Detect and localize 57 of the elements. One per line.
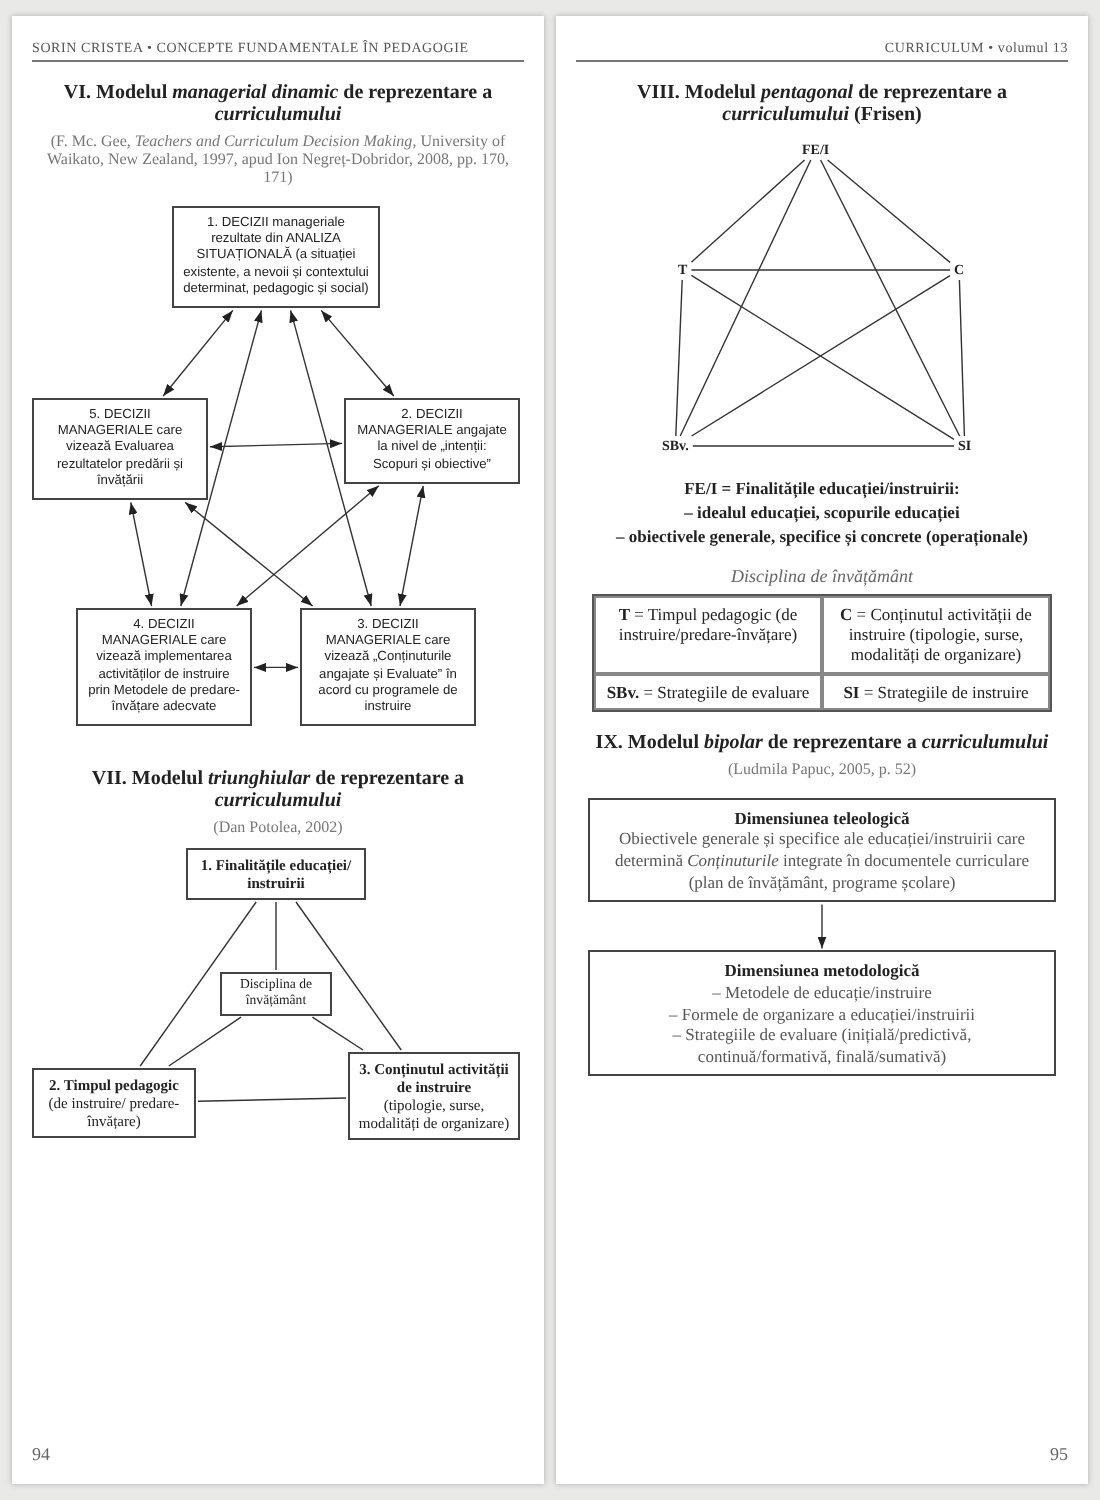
arrow xyxy=(162,309,234,397)
connector-line xyxy=(679,159,812,437)
connector-line xyxy=(311,1016,364,1051)
dimension-box xyxy=(588,950,1056,1077)
table-cell: SBv. = Strategiile de evaluare xyxy=(594,673,822,710)
table-cell: C = Conținutul activității de instruire (tipologie, surse, modalități de organizare) xyxy=(822,596,1050,674)
table-cell: SI = Strategiile de instruire xyxy=(822,673,1050,710)
definition-text: FE/I = Finalitățile educației/instruirii: xyxy=(682,478,962,498)
source-citation: (Ludmila Papuc, 2005, p. 52) xyxy=(726,759,918,778)
connector-line xyxy=(197,1097,347,1102)
box-heading: Dimensiunea metodologică xyxy=(722,960,922,982)
box-text: – Metodele de educație/instruire xyxy=(710,981,934,1003)
process-box xyxy=(344,398,520,484)
table-cell: T = Timpul pedagogic (de instruire/predare-învățare) xyxy=(594,596,822,674)
source-citation: (F. Mc. Gee, Teachers and Curriculum Decision Making, University of Waikato, New Zealand, 1997, apud Ion Negreț-Dobridor, 2008, pp. 170, 171) xyxy=(45,132,511,186)
connector-line xyxy=(275,901,277,971)
connector-line xyxy=(675,279,683,437)
concept-box xyxy=(186,848,366,900)
arrow xyxy=(320,309,395,397)
connector-line xyxy=(826,159,951,264)
box-text: – Formele de organizare a educației/instruirii xyxy=(666,1003,978,1025)
concept-box xyxy=(32,1068,196,1138)
arrow xyxy=(209,439,343,451)
figure-title: VI. Modelul managerial dinamic de reprezentare a curriculumului xyxy=(61,82,495,126)
table-caption: Disciplina de învățământ xyxy=(729,566,915,586)
process-box xyxy=(32,398,208,501)
box-text: Obiectivele generale și specifice ale educației/instruirii care determină Conținuturile integrate în documentele curriculare (plan de învățământ, programe școlare) xyxy=(613,828,1031,893)
page-number: 94 xyxy=(32,1444,52,1464)
arrow xyxy=(397,485,426,607)
connector-line xyxy=(139,901,257,1067)
box-heading: Dimensiunea teleologică xyxy=(732,807,912,829)
connector-line xyxy=(295,901,402,1051)
dimension-box xyxy=(588,797,1056,903)
figure-title: VII. Modelul triunghiular de reprezentare a curriculumului xyxy=(89,768,467,812)
definition-text: – idealul educației, scopurile educației xyxy=(682,502,962,522)
center-box xyxy=(220,972,332,1016)
connector-line xyxy=(690,269,951,271)
arrow xyxy=(235,485,380,607)
connector-line xyxy=(168,1016,242,1067)
arrow xyxy=(817,903,827,950)
box-text: – Strategiile de evaluare (inițială/predictivă, continuă/formativă, finală/sumativă) xyxy=(670,1024,974,1067)
connector-line xyxy=(958,279,966,437)
arrow xyxy=(128,501,154,607)
connector-line xyxy=(692,445,955,447)
arrow xyxy=(253,662,299,672)
definition-text: – obiectivele generale, specifice și concrete (operaționale) xyxy=(614,526,1030,546)
source-citation: (Dan Potolea, 2002) xyxy=(211,818,345,836)
connector-line xyxy=(690,159,806,263)
page-number: 95 xyxy=(1048,1444,1068,1464)
arrow xyxy=(184,501,314,607)
arrow xyxy=(289,309,373,607)
figure-title: IX. Modelul bipolar de reprezentare a curriculumului xyxy=(593,731,1051,754)
arrow xyxy=(179,309,263,607)
connector-line xyxy=(819,159,961,437)
figure-title: VIII. Modelul pentagonal de reprezentare a curriculumului (Frisen) xyxy=(635,82,1009,126)
process-box xyxy=(300,608,476,727)
concept-box xyxy=(348,1052,520,1140)
